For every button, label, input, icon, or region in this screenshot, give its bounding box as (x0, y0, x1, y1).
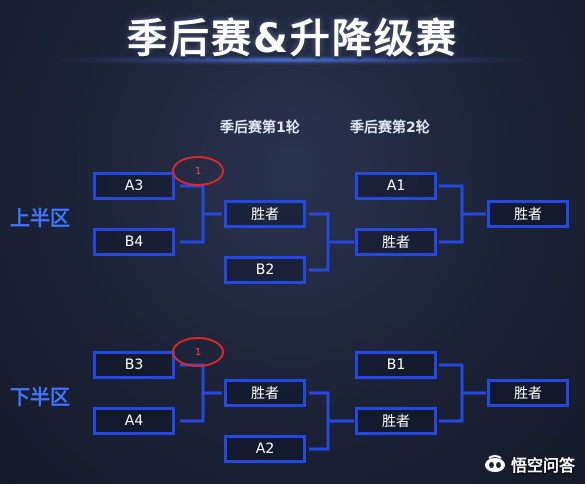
upper-round1-winner: 胜者 (224, 200, 306, 228)
title-glow (60, 55, 525, 65)
lower-round2-winner: 胜者 (355, 407, 437, 435)
lower-r1-connector (309, 391, 354, 451)
upper-final-winner: 胜者 (487, 200, 569, 228)
upper-round2-a1: A1 (355, 172, 437, 200)
upper-half-label: 上半区 (10, 206, 70, 230)
watermark: 悟空问答 (484, 452, 575, 476)
lower-r0-connector (180, 363, 222, 423)
upper-round1-b2: B2 (224, 256, 306, 284)
lower-annotation-circle: 1 (172, 337, 224, 367)
wukong-logo-icon (484, 455, 506, 473)
lower-round1-winner: 胜者 (224, 379, 306, 407)
lower-match-a4: A4 (93, 407, 175, 435)
lower-round1-a2: A2 (224, 435, 306, 463)
lower-half-label: 下半区 (10, 385, 70, 409)
upper-annotation-circle: 1 (172, 156, 224, 186)
upper-r0-connector (180, 184, 222, 244)
lower-match-b3: B3 (93, 351, 175, 379)
upper-r1-connector (309, 212, 354, 272)
upper-r2-connector (439, 184, 486, 244)
upper-round2-winner: 胜者 (355, 228, 437, 256)
upper-match-b4: B4 (93, 228, 175, 256)
upper-match-a3: A3 (93, 172, 175, 200)
round-2-label: 季后赛第2轮 (350, 120, 430, 136)
lower-r2-connector (439, 363, 486, 423)
round-1-label: 季后赛第1轮 (220, 120, 300, 136)
watermark-text: 悟空问答 (510, 456, 575, 475)
lower-final-winner: 胜者 (487, 379, 569, 407)
lower-round2-b1: B1 (355, 351, 437, 379)
page-title: 季后赛&升降级赛 (127, 16, 458, 62)
